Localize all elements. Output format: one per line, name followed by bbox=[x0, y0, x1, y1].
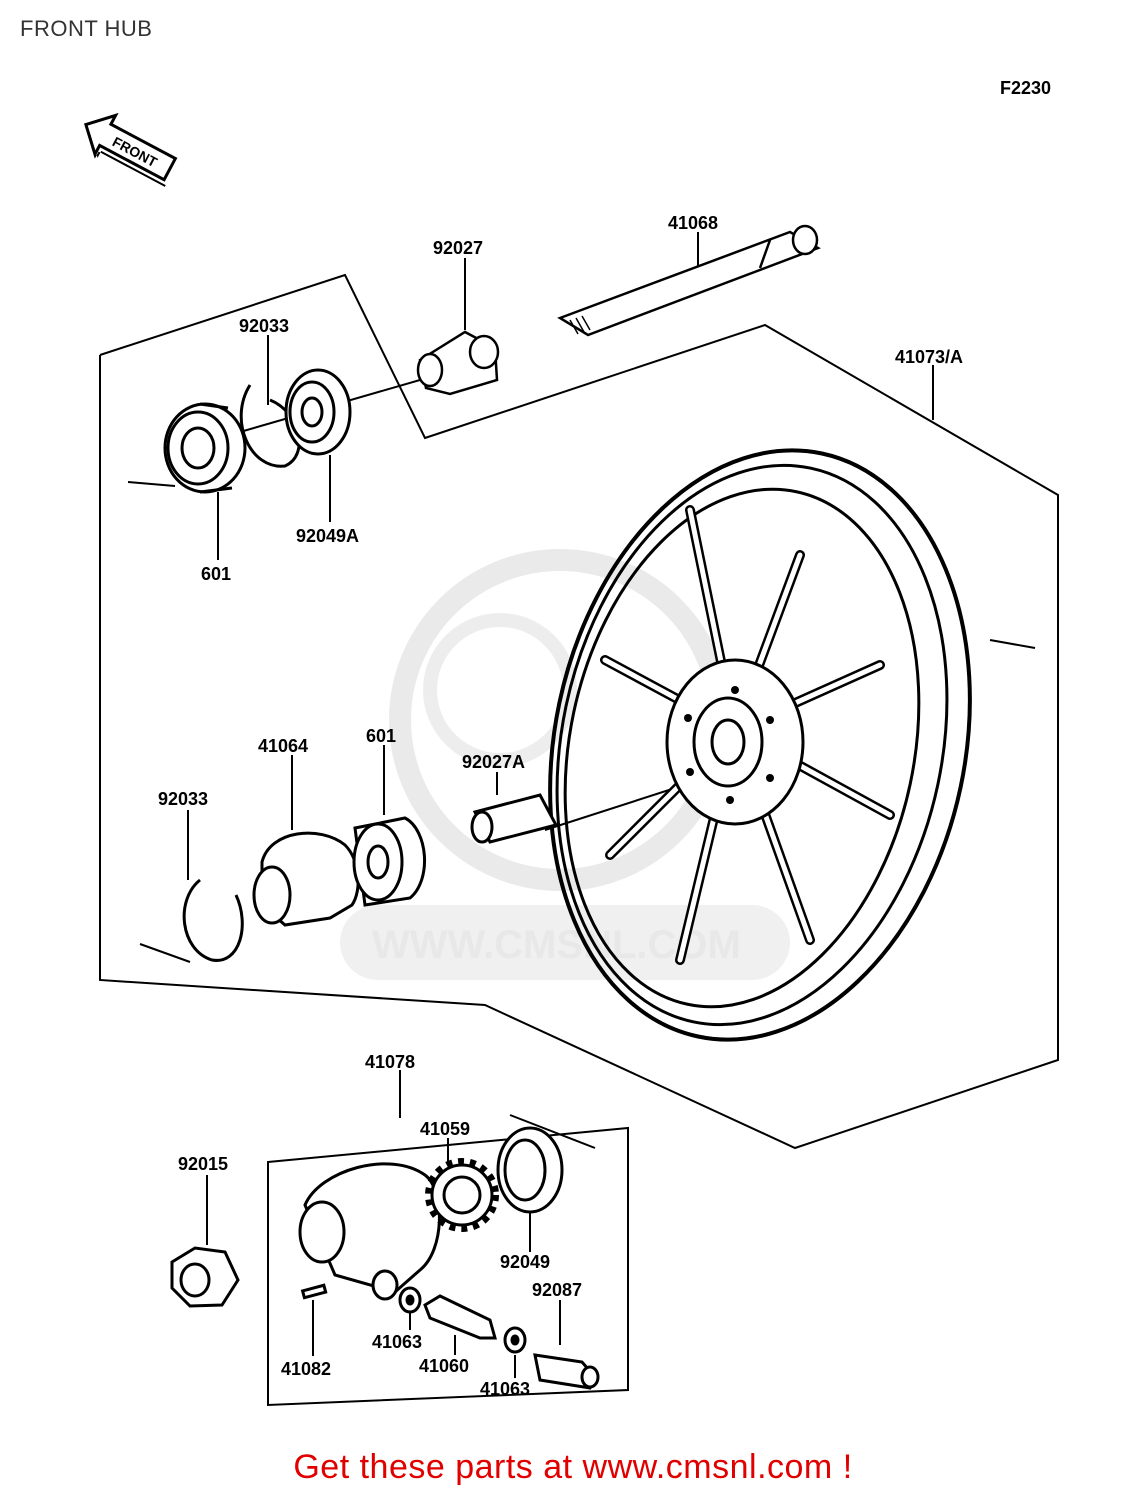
seal-92049a bbox=[284, 368, 352, 456]
figure-code: F2230 bbox=[1000, 78, 1052, 98]
parts-diagram: WWW.CMSNL.COM FRONT bbox=[83, 112, 1059, 1407]
part-label-41060: 41060 bbox=[419, 1356, 469, 1376]
part-label-92027: 92027 bbox=[433, 238, 483, 258]
seal-92049 bbox=[496, 1126, 564, 1214]
cta-link-text[interactable]: Get these parts at www.cmsnl.com ! bbox=[293, 1448, 853, 1486]
plate-41064 bbox=[252, 831, 360, 927]
bushing-92087 bbox=[533, 1353, 600, 1390]
part-label-601-top: 601 bbox=[201, 564, 231, 584]
wheel-41073 bbox=[548, 448, 972, 1042]
part-label-92027a: 92027A bbox=[462, 752, 525, 772]
circlip-92033-bottom bbox=[182, 878, 244, 962]
part-label-92049: 92049 bbox=[500, 1252, 550, 1272]
front-arrow-icon: FRONT bbox=[83, 112, 178, 187]
nut-92015 bbox=[170, 1246, 240, 1308]
part-label-41063-b: 41063 bbox=[480, 1379, 530, 1399]
bearing-601-top bbox=[163, 402, 247, 494]
part-label-92033-bottom: 92033 bbox=[158, 789, 208, 809]
hub-assembly-boundary bbox=[99, 273, 1059, 1150]
part-label-41073a: 41073/A bbox=[895, 347, 963, 367]
collar-92027 bbox=[416, 330, 500, 396]
axle-41068 bbox=[557, 224, 821, 337]
part-label-92087: 92087 bbox=[532, 1280, 582, 1300]
part-label-92015: 92015 bbox=[178, 1154, 228, 1174]
bearing-601-bottom bbox=[352, 816, 427, 907]
spacer-92027a bbox=[470, 793, 559, 844]
part-label-41063-a: 41063 bbox=[372, 1332, 422, 1352]
part-label-41059: 41059 bbox=[420, 1119, 470, 1139]
part-label-92049a: 92049A bbox=[296, 526, 359, 546]
washer-41063-b bbox=[503, 1326, 527, 1354]
page-title: FRONT HUB bbox=[20, 16, 153, 41]
leader-lines bbox=[127, 232, 1036, 1378]
key-41082 bbox=[300, 1283, 328, 1300]
part-labels: 41068 92027 92033 41073/A 92049A 601 410… bbox=[158, 213, 963, 1399]
washer-41063-a bbox=[398, 1286, 422, 1314]
part-label-92033-top: 92033 bbox=[239, 316, 289, 336]
pinion-41060 bbox=[423, 1294, 497, 1340]
part-label-41082: 41082 bbox=[281, 1359, 331, 1379]
part-label-601-bottom: 601 bbox=[366, 726, 396, 746]
part-label-41068: 41068 bbox=[668, 213, 718, 233]
gear-41059 bbox=[425, 1158, 499, 1232]
gearbox-41078 bbox=[298, 1162, 441, 1301]
cta-link[interactable]: Get these parts at www.cmsnl.com ! bbox=[0, 1448, 1146, 1487]
part-label-41064: 41064 bbox=[258, 736, 308, 756]
part-label-41078: 41078 bbox=[365, 1052, 415, 1072]
